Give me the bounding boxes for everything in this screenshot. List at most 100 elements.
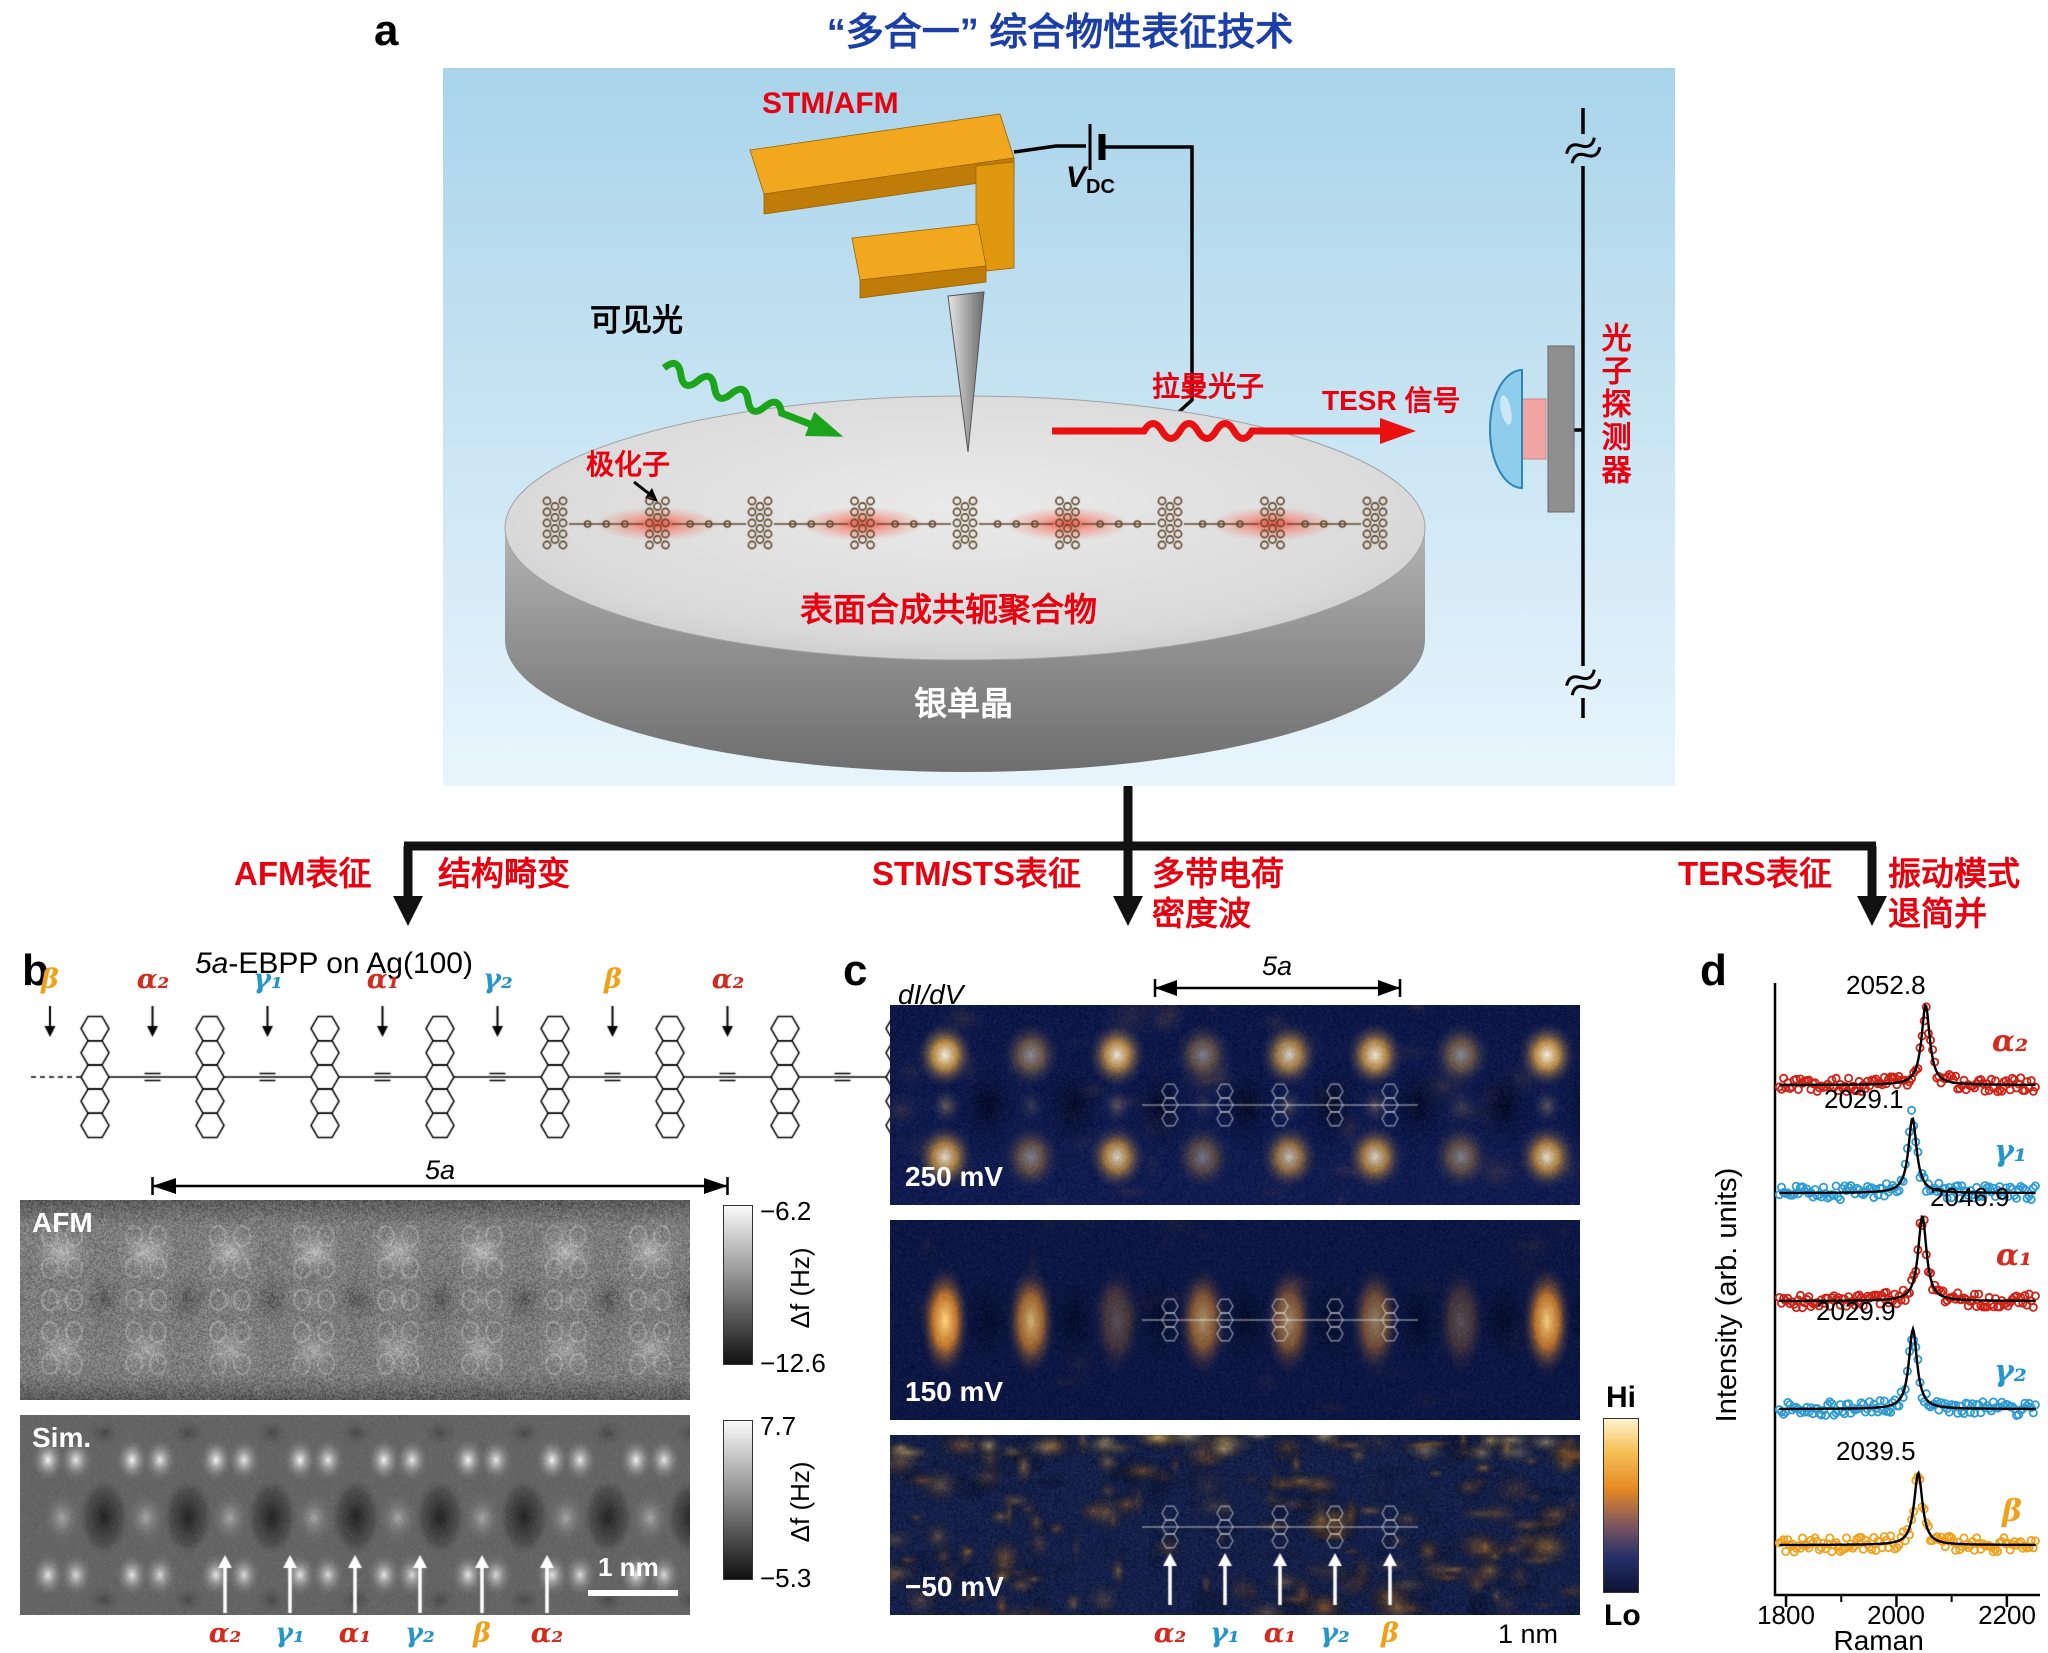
peak-label-alpha1: 2046.9 <box>1930 1182 2010 1212</box>
sim-colorbar-max: 7.7 <box>760 1411 797 1441</box>
afm-simulated-image <box>20 1415 690 1615</box>
stm-afm-label: STM/AFM <box>762 87 899 120</box>
c-bottom-label-beta: β <box>1381 1618 1399 1649</box>
figure-title: “多合一” 综合物性表征技术 <box>826 12 1294 54</box>
c-bottom-label-alpha1: α₁ <box>1263 1618 1297 1649</box>
c-bottom-label-alpha2: α₂ <box>1153 1618 1187 1649</box>
didv-map-150mv <box>890 1220 1580 1420</box>
c-span-label: 5a <box>1261 951 1293 981</box>
b-bottom-label-alpha2: α₂ <box>208 1618 242 1649</box>
raman-tick-2200: 2200 <box>1978 1600 2036 1630</box>
colorbar-lo-label: Lo <box>1604 1599 1641 1632</box>
b-top-label-gamma2: γ₂ <box>483 964 513 995</box>
afm-colorbar-min: −12.6 <box>760 1348 826 1378</box>
didv-map-minus50mv <box>890 1435 1580 1615</box>
vdc-symbol: V <box>1066 161 1087 194</box>
raman-tick-2000: 2000 <box>1867 1600 1925 1630</box>
panel-d-letter: d <box>1700 946 1727 995</box>
c-unitcell-span <box>1153 979 1402 997</box>
panel-b-title-italic: 5a <box>195 947 229 980</box>
mode-label-alpha2: α₂ <box>1992 1024 2029 1059</box>
b-bottom-label-beta: β <box>473 1618 491 1649</box>
photon-detector-plate <box>1547 345 1575 513</box>
raman-photon-arrow <box>1052 418 1416 444</box>
b-scalebar-label: 1 nm <box>598 1552 659 1582</box>
b-bottom-label-alpha2b: α₂ <box>530 1618 564 1649</box>
b-top-label-gamma1: γ₁ <box>253 964 283 995</box>
mode-label-alpha1: α₁ <box>1996 1238 2033 1273</box>
c-bottom-label-gamma1: γ₁ <box>1210 1618 1240 1649</box>
bias-150mv-label: 150 mV <box>905 1376 1004 1407</box>
raman-ylabel: Intensity (arb. units) <box>1711 1167 1743 1423</box>
stm-branch-method: STM/STS表征 <box>872 855 1082 892</box>
polymer-label: 表面合成共轭聚合物 <box>800 591 1097 628</box>
panel-c-letter: c <box>843 946 868 995</box>
stm-branch-result: 多带电荷 密度波 <box>1152 855 1284 933</box>
raman-xlabel: Raman shift (cm⁻¹) <box>1833 1625 1924 1653</box>
afm-colorbar <box>723 1205 753 1365</box>
b-unitcell-span <box>151 1177 729 1195</box>
bias-250mv-label: 250 mV <box>905 1161 1004 1192</box>
polymer-chain-image <box>510 488 1420 558</box>
b-span-label: 5a <box>424 1155 456 1185</box>
mode-label-beta: β <box>2002 1494 2022 1529</box>
didv-map-250mv <box>890 1005 1580 1205</box>
afm-image-tag: AFM <box>32 1207 93 1238</box>
b-scalebar-line <box>588 1590 678 1596</box>
visible-light-label: 可见光 <box>590 303 683 338</box>
photon-detector-label: 光子探测器 <box>1596 322 1630 487</box>
detector-filter <box>1520 398 1547 460</box>
lens-highlight <box>1500 395 1512 425</box>
panel-b-title: 5a-EBPP on Ag(100) <box>195 946 473 983</box>
b-bottom-label-gamma1: γ₁ <box>275 1618 305 1649</box>
vdc-label: VDC <box>1066 160 1115 199</box>
sim-image-tag: Sim. <box>32 1422 92 1453</box>
raman-spectra-plot <box>1773 983 2040 1607</box>
afm-experimental-image <box>20 1200 690 1400</box>
visible-light-arrow <box>661 359 844 437</box>
c-scalebar-label: 1 nm <box>1497 1619 1559 1649</box>
substrate-label: 银单晶 <box>914 685 1013 722</box>
flow-arrows <box>393 786 1887 926</box>
peak-label-beta: 2039.5 <box>1836 1436 1916 1466</box>
afm-branch-method: AFM表征 <box>234 855 372 892</box>
panel-b-letter: b <box>22 946 49 995</box>
b-bottom-label-gamma2: γ₂ <box>405 1618 435 1649</box>
silver-crystal-side <box>505 528 1425 772</box>
c-bottom-label-gamma2: γ₂ <box>1320 1618 1350 1649</box>
ters-branch-result: 振动模式 退简并 <box>1888 855 2020 933</box>
didv-label: dI/dV <box>898 979 964 1010</box>
b-bottom-label-alpha1: α₁ <box>338 1618 372 1649</box>
b-top-label-alpha2: α₂ <box>136 964 170 995</box>
hilo-colorbar <box>1603 1418 1639 1593</box>
sim-colorbar-min: −5.3 <box>760 1563 812 1593</box>
vdc-subscript: DC <box>1086 176 1115 198</box>
tesr-signal-label: TESR 信号 <box>1322 385 1461 416</box>
b-top-label-alpha2b: α₂ <box>711 964 745 995</box>
polaron-label: 极化子 <box>586 449 671 480</box>
sim-colorbar <box>723 1420 753 1580</box>
raman-photon-label: 拉曼光子 <box>1152 371 1265 402</box>
peak-label-gamma2: 2029.9 <box>1816 1296 1896 1326</box>
collection-lens <box>1489 368 1523 490</box>
afm-colorbar-max: −6.2 <box>760 1196 812 1226</box>
probe-tip <box>947 291 985 453</box>
panel-a-letter: a <box>374 6 399 55</box>
peak-label-alpha2: 2052.8 <box>1846 970 1926 1000</box>
afm-branch-result: 结构畸变 <box>438 855 570 892</box>
sim-colorbar-unit: Δf (Hz) <box>785 1461 816 1543</box>
afm-colorbar-unit: Δf (Hz) <box>785 1247 816 1329</box>
b-top-label-beta1: β <box>41 964 59 995</box>
detector-circuit-wire <box>1565 108 1602 718</box>
b-top-label-beta2: β <box>604 964 622 995</box>
colorbar-hi-label: Hi <box>1606 1381 1636 1414</box>
bias-minus50mv-label: −50 mV <box>905 1571 1004 1602</box>
mode-label-gamma1: γ₁ <box>1994 1134 2027 1169</box>
cantilever <box>749 113 1015 299</box>
peak-label-gamma1: 2029.1 <box>1824 1084 1904 1114</box>
mode-label-gamma2: γ₂ <box>1994 1354 2027 1389</box>
ters-branch-method: TERS表征 <box>1678 855 1833 892</box>
chemical-structure <box>15 980 935 1175</box>
raman-tick-1800: 1800 <box>1757 1600 1815 1630</box>
